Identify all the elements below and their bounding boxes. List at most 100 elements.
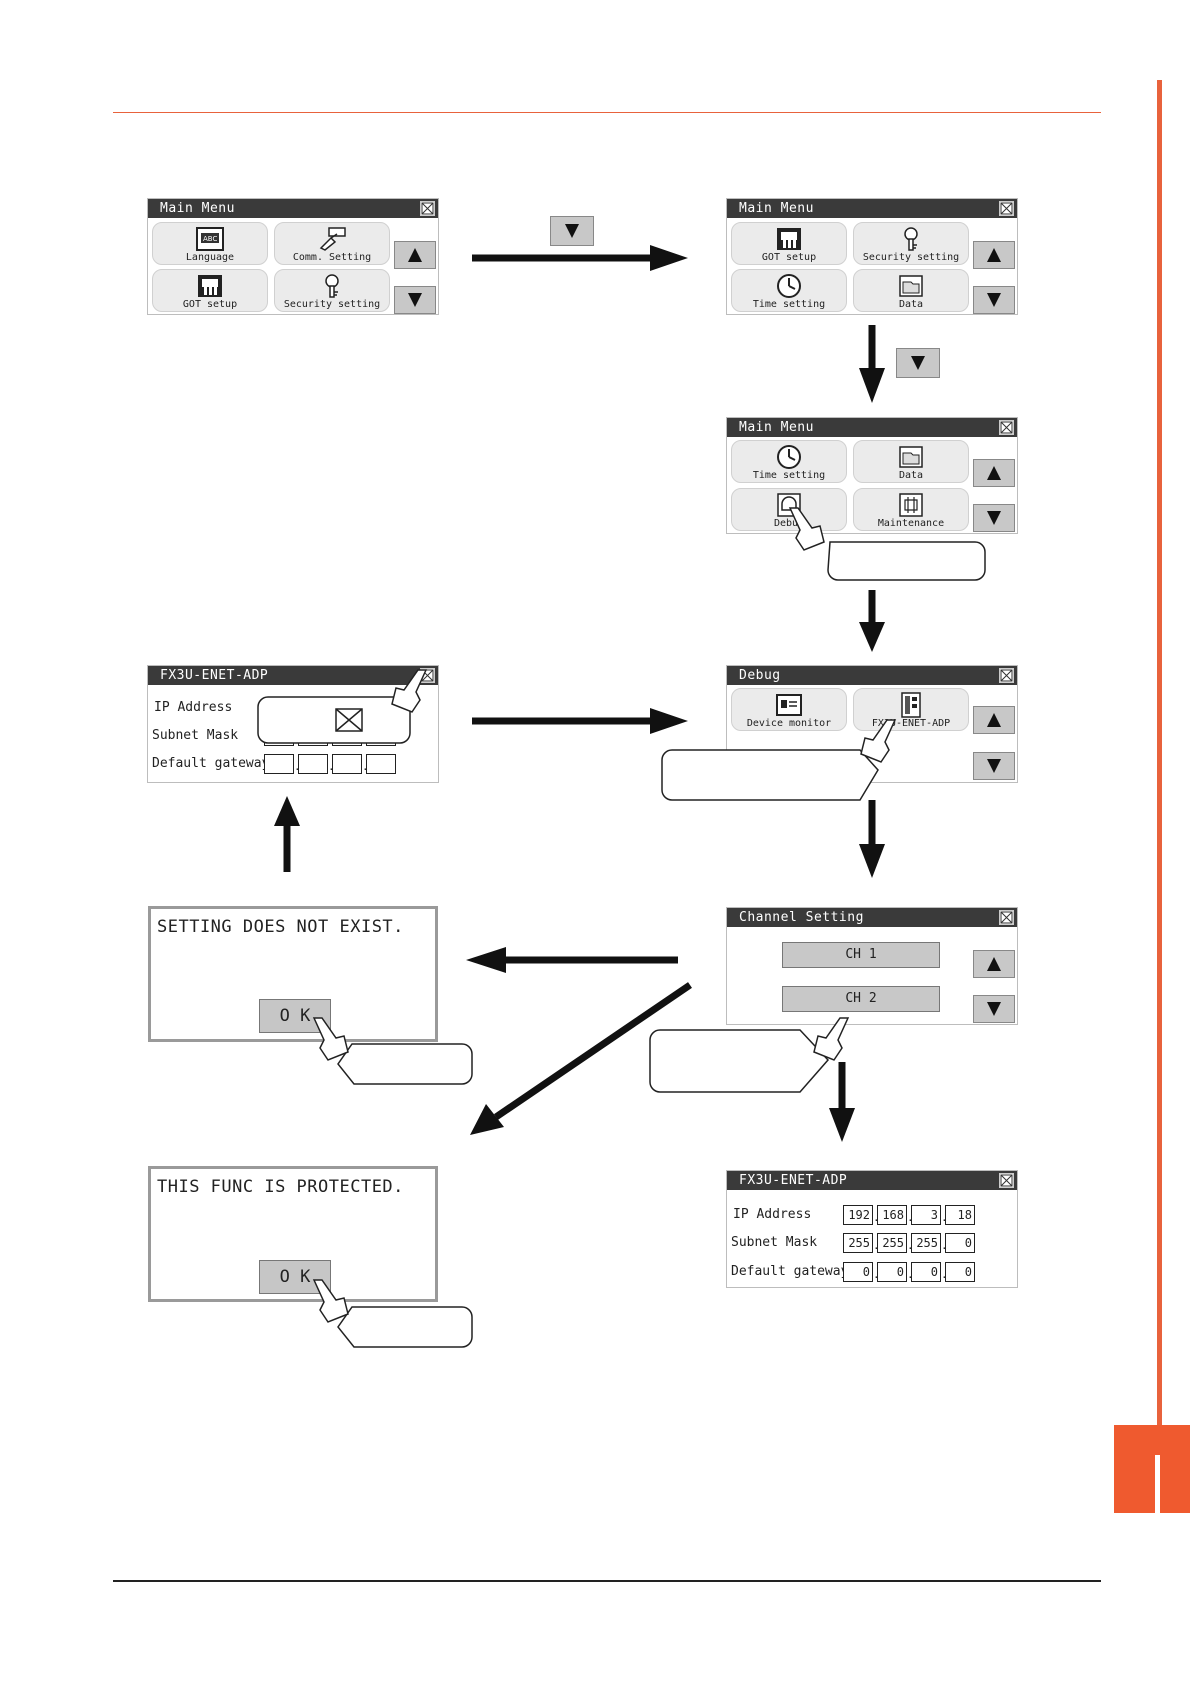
- window-title: FX3U-ENET-ADP: [739, 1173, 848, 1188]
- window-title: Debug: [739, 668, 781, 683]
- scroll-down-button[interactable]: [394, 286, 436, 314]
- callout-bubble: [337, 1043, 473, 1085]
- window-title-bar: Main Menu: [727, 418, 1017, 437]
- svg-text:ABC: ABC: [203, 235, 217, 243]
- triangle-down-icon: [408, 293, 422, 307]
- octet-separator: .: [362, 760, 369, 773]
- scroll-down-button[interactable]: [973, 286, 1015, 314]
- ok-button[interactable]: O K: [259, 1260, 331, 1294]
- scroll-down-key-indicator: [896, 348, 940, 378]
- tile-fx3u-enet-adp[interactable]: FX3U-ENET-ADP: [853, 688, 969, 731]
- window-title-bar: Main Menu: [148, 199, 438, 218]
- scroll-up-button[interactable]: [973, 241, 1015, 269]
- default-gateway-label: Default gateway: [731, 1264, 849, 1279]
- channel-setting-screen: Channel Setting CH 1 CH 2: [726, 907, 1018, 1025]
- scroll-up-button[interactable]: [394, 241, 436, 269]
- tile-label: Time setting: [752, 470, 826, 481]
- tile-data[interactable]: Data: [853, 269, 969, 312]
- clock-icon: [777, 274, 801, 298]
- octet-separator: .: [328, 760, 335, 773]
- window-title-bar: FX3U-ENET-ADP: [148, 666, 438, 685]
- triangle-down-icon: [987, 511, 1001, 525]
- comm-setting-icon: [319, 227, 346, 251]
- window-title: Main Menu: [739, 201, 814, 216]
- close-icon[interactable]: [999, 1173, 1014, 1188]
- func-protected-dialog: THIS FUNC IS PROTECTED. O K: [148, 1166, 438, 1302]
- tile-label: Data: [898, 299, 924, 310]
- tile-got-setup[interactable]: GOT setup: [152, 269, 268, 312]
- ok-button[interactable]: O K: [259, 999, 331, 1033]
- tile-got-setup[interactable]: GOT setup: [731, 222, 847, 265]
- tile-label: Language: [185, 252, 235, 263]
- hand-pointer-icon: [813, 1017, 850, 1061]
- tile-security-setting[interactable]: Security setting: [274, 269, 390, 312]
- footer-rule: [113, 1580, 1101, 1582]
- close-icon[interactable]: [420, 201, 435, 216]
- callout-bubble: [827, 541, 986, 581]
- tile-device-monitor[interactable]: Device monitor: [731, 688, 847, 731]
- hand-pointer-icon: [312, 1017, 349, 1061]
- maintenance-icon: [899, 493, 923, 517]
- callout-bubble: [649, 1029, 830, 1093]
- octet-separator: .: [873, 1239, 880, 1252]
- scroll-down-button[interactable]: [973, 504, 1015, 532]
- close-icon[interactable]: [999, 668, 1014, 683]
- scroll-up-button[interactable]: [973, 706, 1015, 734]
- triangle-up-icon: [987, 248, 1001, 262]
- gateway-octet-3: 0: [911, 1262, 941, 1282]
- tile-data[interactable]: Data: [853, 440, 969, 483]
- scroll-down-button[interactable]: [973, 995, 1015, 1023]
- ip-octet-4: 18: [945, 1205, 975, 1225]
- dialog-message: THIS FUNC IS PROTECTED.: [157, 1177, 404, 1197]
- triangle-down-icon: [987, 1002, 1001, 1016]
- window-title: Main Menu: [739, 420, 814, 435]
- clock-icon: [777, 445, 801, 469]
- flow-arrow-down: [829, 1062, 855, 1142]
- hand-pointer-icon: [788, 507, 825, 551]
- triangle-down-icon: [911, 356, 925, 370]
- tile-label: Maintenance: [877, 518, 945, 529]
- close-icon[interactable]: [999, 420, 1014, 435]
- ip-octet-1: 192: [843, 1205, 873, 1225]
- scroll-down-key-indicator: [550, 216, 594, 246]
- tile-maintenance[interactable]: Maintenance: [853, 488, 969, 531]
- tile-language[interactable]: ABC Language: [152, 222, 268, 265]
- got-setup-icon: [198, 275, 222, 297]
- scroll-up-button[interactable]: [973, 459, 1015, 487]
- flow-arrow-down: [859, 590, 885, 652]
- ip-address-label: IP Address: [733, 1207, 812, 1222]
- triangle-down-icon: [987, 293, 1001, 307]
- tile-comm-setting[interactable]: Comm. Setting: [274, 222, 390, 265]
- window-title-bar: Main Menu: [727, 199, 1017, 218]
- scroll-up-button[interactable]: [973, 950, 1015, 978]
- gateway-octet-2: 0: [877, 1262, 907, 1282]
- ip-octet-2: 168: [877, 1205, 907, 1225]
- tile-time-setting[interactable]: Time setting: [731, 269, 847, 312]
- tile-time-setting[interactable]: Time setting: [731, 440, 847, 483]
- window-title: FX3U-ENET-ADP: [160, 668, 269, 683]
- close-icon[interactable]: [999, 910, 1014, 925]
- mask-octet-3: 255: [911, 1233, 941, 1253]
- triangle-down-icon: [987, 759, 1001, 773]
- callout-bubble: [257, 696, 411, 744]
- ch1-button[interactable]: CH 1: [782, 942, 940, 968]
- mask-octet-4: 0: [945, 1233, 975, 1253]
- window-title: Main Menu: [160, 201, 235, 216]
- tile-label: Device monitor: [746, 718, 832, 729]
- scroll-down-button[interactable]: [973, 752, 1015, 780]
- window-title-bar: FX3U-ENET-ADP: [727, 1171, 1017, 1190]
- main-menu-screen-1: Main Menu ABC Language Comm. Setting GOT…: [147, 198, 439, 315]
- callout-bubble: [661, 749, 879, 801]
- device-monitor-icon: [776, 694, 802, 716]
- octet-separator: .: [941, 1211, 948, 1224]
- ch2-button[interactable]: CH 2: [782, 986, 940, 1012]
- tile-security-setting[interactable]: Security setting: [853, 222, 969, 265]
- octet-separator: .: [907, 1211, 914, 1224]
- gateway-octet-3: [332, 754, 362, 774]
- close-icon[interactable]: [999, 201, 1014, 216]
- window-title-bar: Debug: [727, 666, 1017, 685]
- main-menu-screen-3: Main Menu Time setting Data Debug Mainte…: [726, 417, 1018, 534]
- language-icon: ABC: [196, 227, 224, 251]
- chapter-tab-notch: [1155, 1455, 1160, 1513]
- close-icon: [335, 708, 363, 732]
